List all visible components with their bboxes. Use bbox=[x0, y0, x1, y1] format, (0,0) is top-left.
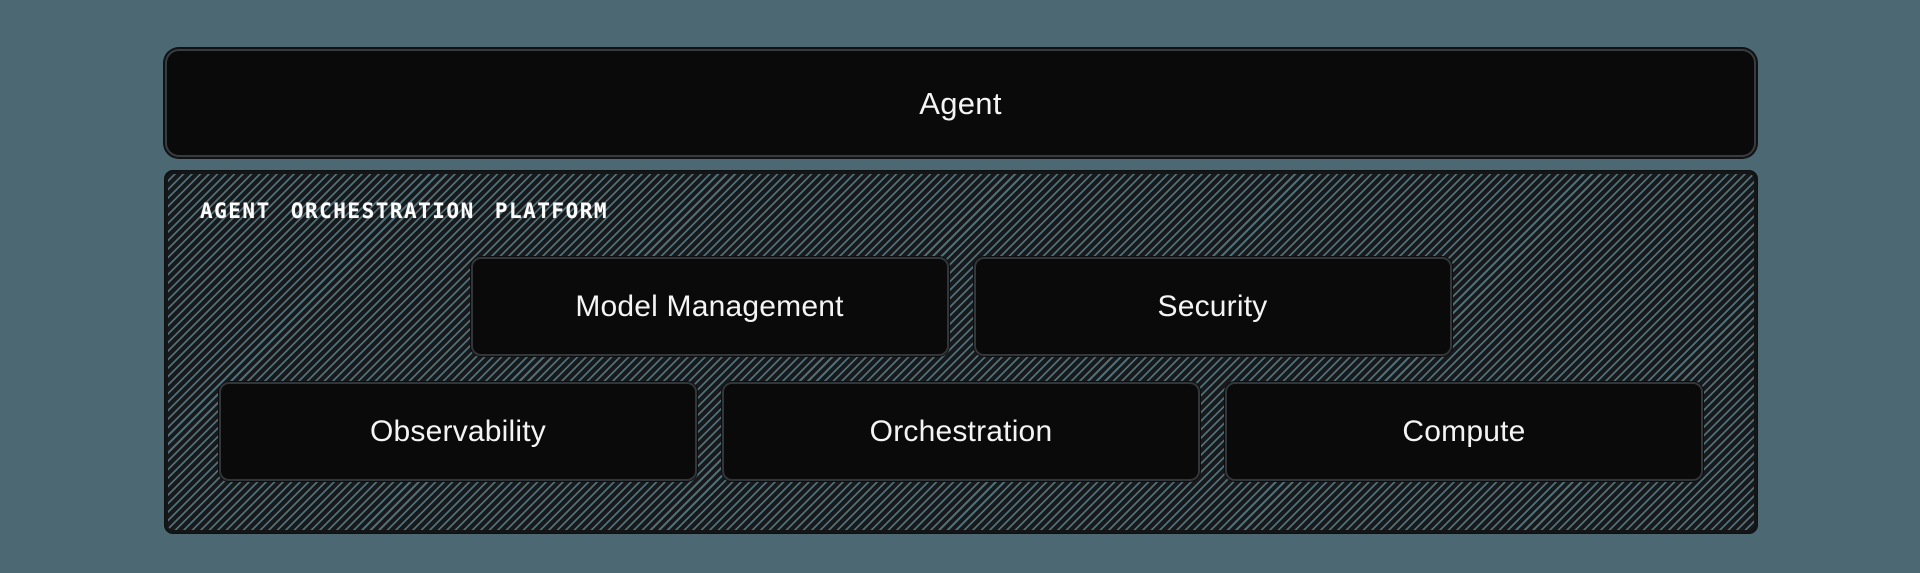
node-compute-label: Compute bbox=[1402, 414, 1526, 448]
platform-row-2: Observability Orchestration Compute bbox=[168, 382, 1754, 481]
node-security: Security bbox=[973, 257, 1452, 356]
node-observability-label: Observability bbox=[370, 414, 546, 448]
node-orchestration-label: Orchestration bbox=[869, 414, 1053, 448]
platform-container: AGENT ORCHESTRATION PLATFORM Model Manag… bbox=[165, 171, 1757, 533]
agent-box-label: Agent bbox=[919, 85, 1002, 121]
node-orchestration: Orchestration bbox=[722, 382, 1200, 481]
agent-box: Agent bbox=[165, 49, 1756, 157]
node-compute: Compute bbox=[1225, 382, 1703, 481]
node-model-management: Model Management bbox=[470, 257, 949, 356]
node-observability: Observability bbox=[219, 382, 697, 481]
platform-row-1: Model Management Security bbox=[168, 257, 1754, 356]
node-model-management-label: Model Management bbox=[575, 289, 844, 323]
platform-title: AGENT ORCHESTRATION PLATFORM bbox=[200, 199, 609, 223]
node-security-label: Security bbox=[1157, 289, 1268, 323]
